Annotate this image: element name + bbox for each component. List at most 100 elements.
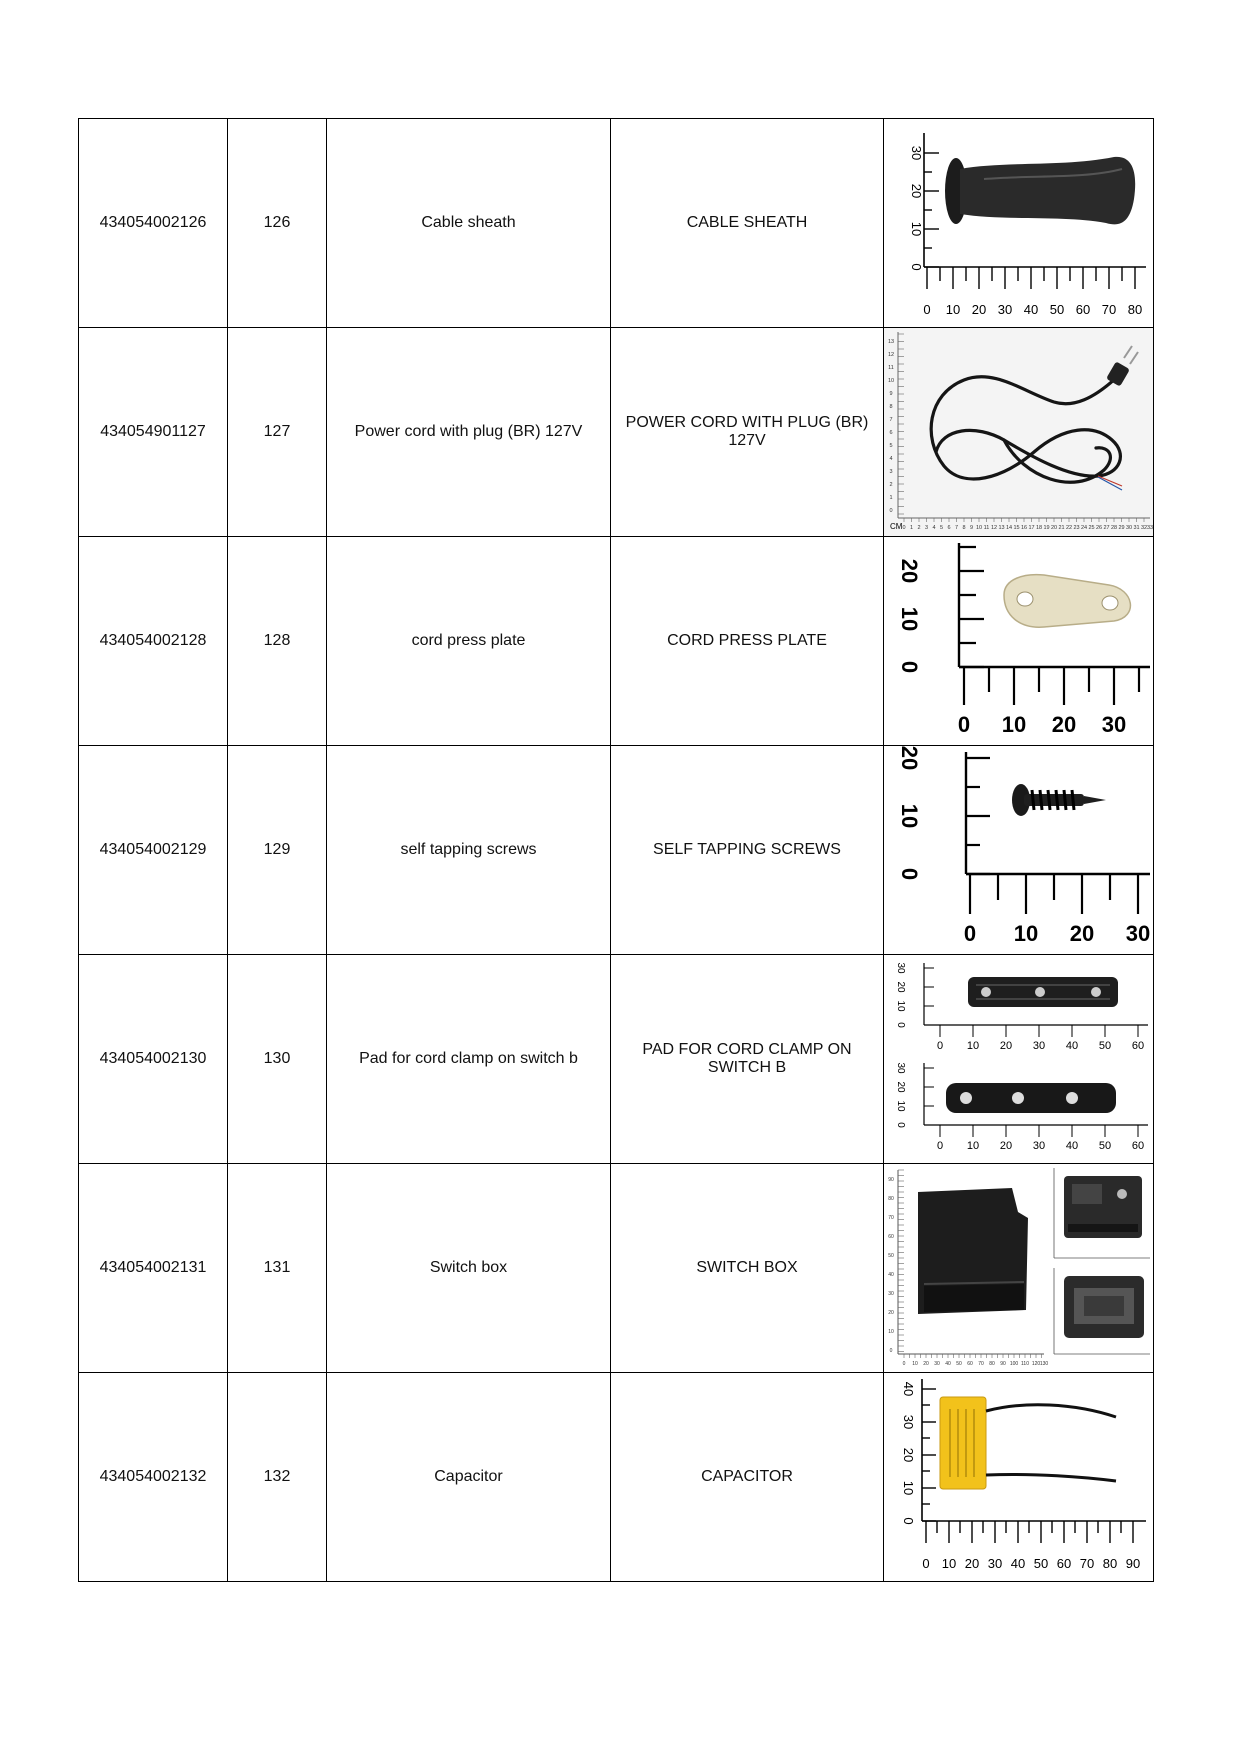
capacitor-photo: 0 10 20 30 40 0 xyxy=(883,1372,1154,1582)
y-tick-label: 0 xyxy=(890,1348,893,1354)
x-tick-label: 27 xyxy=(1103,525,1109,531)
part-number: 129 xyxy=(227,745,327,955)
power-cord-shape xyxy=(929,375,1122,484)
y-tick-label: 1 xyxy=(889,495,892,501)
pad-bottom-view: 0 10 20 30 0 10 20 3 xyxy=(895,1062,1148,1152)
x-tick-label: 100 xyxy=(1010,1361,1019,1367)
y-tick-label: 20 xyxy=(909,184,924,198)
y-tick-label: 13 xyxy=(888,339,894,345)
x-tick-label: 25 xyxy=(1088,525,1094,531)
y-tick-label: 20 xyxy=(888,1310,894,1316)
part-description: cord press plate xyxy=(326,536,611,746)
x-tick-label: 70 xyxy=(1102,302,1116,317)
x-tick-label: 17 xyxy=(1028,525,1034,531)
x-tick-label: 3 xyxy=(925,525,928,531)
cable-sheath-image: 0 10 20 30 0 10 xyxy=(909,133,1146,317)
x-tick-label: 10 xyxy=(1002,712,1026,737)
y-tick-label: 6 xyxy=(889,430,892,436)
x-axis-ticks xyxy=(968,874,1140,914)
y-tick-label: 40 xyxy=(888,1272,894,1278)
part-description-upper: POWER CORD WITH PLUG (BR) 127V xyxy=(610,327,884,537)
x-axis-ticks xyxy=(962,667,1141,705)
part-code: 434054002126 xyxy=(78,118,228,328)
y-tick-label: 9 xyxy=(889,391,892,397)
ruler-ticks xyxy=(898,1169,1042,1358)
y-axis-ticks xyxy=(959,545,984,669)
x-tick-label: 7 xyxy=(955,525,958,531)
x-tick-label: 80 xyxy=(1103,1556,1117,1571)
y-tick-label: 30 xyxy=(895,962,906,974)
x-tick-label: 33 xyxy=(1147,525,1153,531)
x-axis-ticks xyxy=(939,1125,1139,1137)
part-description: self tapping screws xyxy=(326,745,611,955)
y-tick-label: 30 xyxy=(888,1291,894,1297)
x-tick-label: 40 xyxy=(1066,1140,1078,1152)
y-tick-label: 3 xyxy=(889,469,892,475)
part-description-upper: SWITCH BOX xyxy=(610,1163,884,1373)
cord-press-plate-photo: 0 10 20 0 10 20 30 xyxy=(883,536,1154,746)
y-tick-label: 0 xyxy=(897,868,922,880)
parts-table-body: 434054002126 126 Cable sheath CABLE SHEA… xyxy=(78,118,1154,1582)
x-tick-label: 1 xyxy=(910,525,913,531)
x-tick-label: 60 xyxy=(967,1361,973,1367)
x-tick-label: 20 xyxy=(1070,921,1094,946)
y-tick-label: 7 xyxy=(889,417,892,423)
x-tick-label: 20 xyxy=(1000,1140,1012,1152)
power-cord-photo: CM 0 1 2 3 4 5 6 7 8 9 10 11 12 xyxy=(883,327,1154,537)
part-number: 132 xyxy=(227,1372,327,1582)
part-number: 131 xyxy=(227,1163,327,1373)
plug-shape xyxy=(1107,345,1139,386)
pad-photo: 0 10 20 30 0 10 20 3 xyxy=(883,954,1154,1164)
cable-sheath-photo: 0 10 20 30 0 10 xyxy=(883,118,1154,328)
y-tick-label: 11 xyxy=(888,365,894,371)
switch-box-photo: 0 10 20 30 40 50 60 70 80 90 100 110 xyxy=(883,1163,1154,1373)
part-description: Capacitor xyxy=(326,1372,611,1582)
x-tick-label: 10 xyxy=(967,1140,979,1152)
ruler-ticks xyxy=(898,333,1145,522)
x-tick-label: 6 xyxy=(947,525,950,531)
part-number: 127 xyxy=(227,327,327,537)
x-tick-label: 0 xyxy=(903,1361,906,1367)
part-description: Pad for cord clamp on switch b xyxy=(326,954,611,1164)
parts-table: 434054002126 126 Cable sheath CABLE SHEA… xyxy=(78,118,1154,1582)
x-tick-label: 16 xyxy=(1021,525,1027,531)
y-tick-label: 10 xyxy=(897,804,922,828)
x-tick-label: 30 xyxy=(1033,1140,1045,1152)
x-tick-label: 120 xyxy=(1032,1361,1041,1367)
y-tick-label: 0 xyxy=(895,1022,906,1028)
x-tick-label: 4 xyxy=(932,525,935,531)
x-tick-label: 20 xyxy=(965,1556,979,1571)
x-tick-label: 0 xyxy=(937,1040,943,1052)
part-code: 434054901127 xyxy=(78,327,228,537)
table-row: 434054002126 126 Cable sheath CABLE SHEA… xyxy=(78,118,1154,328)
x-tick-label: 31 xyxy=(1133,525,1139,531)
power-cord-image: CM 0 1 2 3 4 5 6 7 8 9 10 11 12 xyxy=(884,328,1153,536)
x-axis-ticks xyxy=(925,1521,1134,1543)
y-tick-label: 10 xyxy=(888,1329,894,1335)
x-tick-label: 80 xyxy=(1128,302,1142,317)
x-tick-label: 12 xyxy=(991,525,997,531)
y-tick-label: 0 xyxy=(897,661,922,673)
x-tick-label: 32 xyxy=(1141,525,1147,531)
x-tick-label: 20 xyxy=(972,302,986,317)
part-code: 434054002128 xyxy=(78,536,228,746)
x-tick-label: 30 xyxy=(1126,921,1150,946)
x-tick-label: 10 xyxy=(1014,921,1038,946)
part-number: 128 xyxy=(227,536,327,746)
x-tick-label: 28 xyxy=(1111,525,1117,531)
part-description-upper: SELF TAPPING SCREWS xyxy=(610,745,884,955)
y-tick-label: 10 xyxy=(888,378,894,384)
y-tick-label: 0 xyxy=(909,263,924,270)
part-number: 126 xyxy=(227,118,327,328)
cable-sheath-shape xyxy=(945,156,1136,225)
x-tick-label: 14 xyxy=(1006,525,1012,531)
x-tick-label: 60 xyxy=(1132,1140,1144,1152)
capacitor-shape xyxy=(939,1396,1117,1490)
x-tick-label: 20 xyxy=(1051,525,1057,531)
x-tick-label: 24 xyxy=(1081,525,1087,531)
x-tick-label: 30 xyxy=(1126,525,1132,531)
part-code: 434054002131 xyxy=(78,1163,228,1373)
x-tick-label: 0 xyxy=(958,712,970,737)
screw-photo: 0 10 20 0 10 20 30 xyxy=(883,745,1154,955)
y-tick-label: 40 xyxy=(901,1382,916,1396)
